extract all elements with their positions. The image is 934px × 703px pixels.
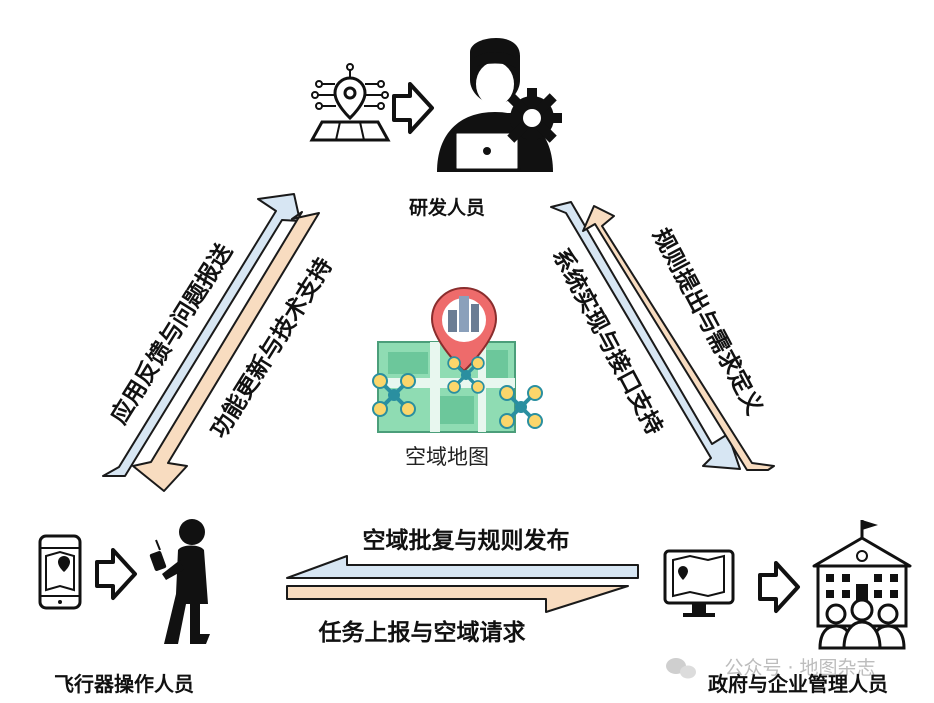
arrow-down-right-peach [132, 211, 320, 492]
process-arrow-icon [758, 561, 800, 613]
developer-icon [437, 38, 562, 172]
map-pin-data-icon [309, 63, 391, 142]
location-pin-icon [430, 286, 498, 373]
arrow-label-task-report: 任务上报与空域请求 [318, 619, 526, 646]
process-arrow-icon [95, 548, 137, 600]
arrow-down-right-blue [550, 201, 741, 470]
arrow-up-left-peach [582, 205, 775, 471]
government-building-icon [812, 520, 912, 650]
monitor-map-icon [663, 549, 735, 617]
arrow-label-approval: 空域批复与规则发布 [363, 527, 570, 554]
watermark-text: 公众号 · 地图杂志 [724, 657, 875, 679]
airspace-map-icon [377, 341, 516, 433]
center-label-airspace-map: 空域地图 [405, 445, 489, 469]
arrow-up-left-blue [102, 193, 301, 477]
arrow-right-peach-outline [286, 585, 629, 613]
node-label-gov: 政府与企业管理人员 [708, 672, 888, 696]
drone-icon [447, 356, 485, 394]
process-arrow-icon [392, 82, 434, 134]
mobile-map-icon [38, 534, 82, 610]
arrow-left-blue [286, 555, 639, 579]
wechat-logo-icon [666, 658, 696, 679]
arrow-label-rule-proposal: 规则提出与需求定义 [647, 224, 768, 419]
operator-person-icon [149, 519, 210, 644]
drone-icon [499, 385, 543, 429]
drone-icon [372, 373, 416, 417]
node-label-rd: 研发人员 [409, 196, 485, 219]
node-label-pilot: 飞行器操作人员 [54, 672, 194, 696]
